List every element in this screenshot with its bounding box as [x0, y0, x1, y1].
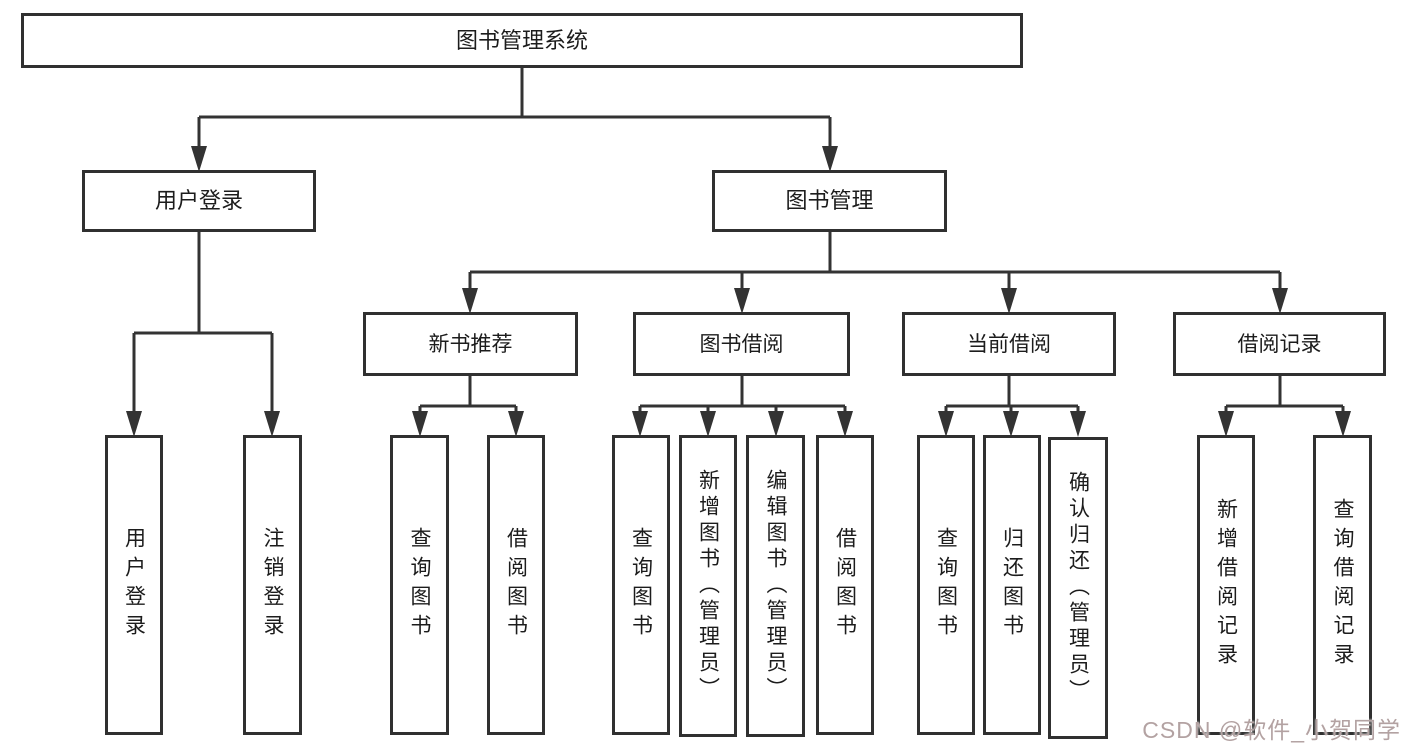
- leaf-query-borrow-record: 查询借阅记录: [1313, 435, 1372, 735]
- leaf-edit-book-admin: 编辑图书（管理员）: [746, 435, 805, 737]
- leaf-borrow-book-recommend: 借阅图书: [487, 435, 545, 735]
- leaf-borrow-book: 借阅图书: [816, 435, 874, 735]
- node-book-management: 图书管理: [712, 170, 947, 232]
- node-current-borrowing: 当前借阅: [902, 312, 1116, 376]
- leaf-add-book-admin: 新增图书（管理员）: [679, 435, 737, 737]
- leaf-query-book-current: 查询图书: [917, 435, 975, 735]
- leaf-query-book-recommend: 查询图书: [390, 435, 449, 735]
- leaf-return-book: 归还图书: [983, 435, 1041, 735]
- leaf-logout: 注销登录: [243, 435, 302, 735]
- watermark-text: CSDN @软件_小贺同学: [1142, 717, 1401, 743]
- node-borrow-records: 借阅记录: [1173, 312, 1386, 376]
- node-root-system: 图书管理系统: [21, 13, 1023, 68]
- leaf-query-book-borrowing: 查询图书: [612, 435, 670, 735]
- node-book-borrowing: 图书借阅: [633, 312, 850, 376]
- node-new-book-recommend: 新书推荐: [363, 312, 578, 376]
- leaf-user-login: 用户登录: [105, 435, 163, 735]
- leaf-add-borrow-record: 新增借阅记录: [1197, 435, 1255, 735]
- node-user-login: 用户登录: [82, 170, 316, 232]
- leaf-confirm-return-admin: 确认归还（管理员）: [1048, 437, 1108, 739]
